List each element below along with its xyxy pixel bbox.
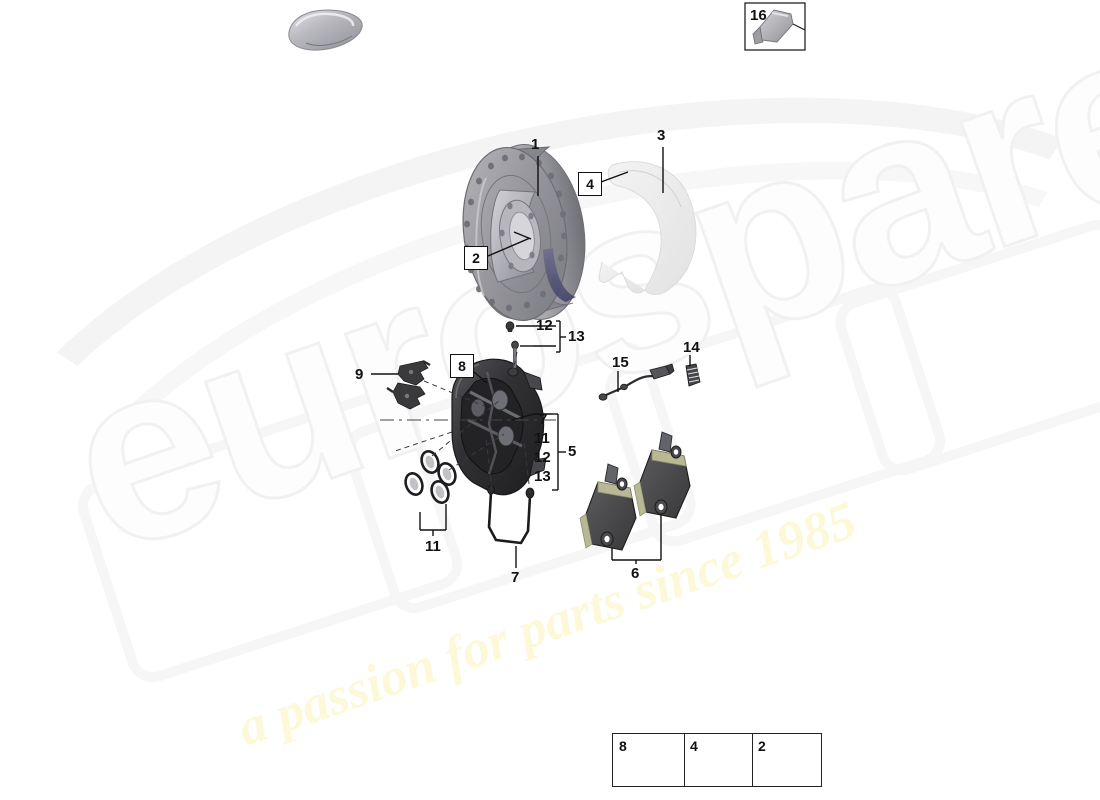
callout-6: 6 — [631, 565, 640, 582]
part-piston-seal-set — [404, 450, 457, 504]
callout-11: 11 — [425, 538, 441, 555]
part-bleeder-cap — [505, 321, 515, 332]
callout-12: 12 — [536, 317, 553, 334]
callout-3: 3 — [657, 127, 666, 144]
callout-15: 15 — [612, 354, 629, 371]
part-brake-disc — [462, 144, 586, 322]
part-shim-plate — [288, 9, 363, 51]
part-lubricant-tube — [744, 2, 806, 51]
legend-label-2: 2 — [758, 738, 766, 754]
part-brake-line — [487, 485, 535, 545]
callout-16: 16 — [750, 7, 767, 24]
part-bleeder-screw — [511, 340, 519, 369]
callout-14: 14 — [683, 339, 700, 356]
legend-label-8: 8 — [619, 738, 627, 754]
legend-label-4: 4 — [690, 738, 698, 754]
callout-8-boxed: 8 — [450, 354, 474, 378]
part-wire-retaining-clip — [685, 363, 701, 387]
part-brake-pad-front — [579, 463, 637, 551]
legend-box-4 — [684, 733, 754, 787]
group-item-7: 7 — [539, 411, 548, 428]
group-item-13: 13 — [534, 468, 551, 485]
callout-2-boxed: 2 — [464, 246, 488, 270]
assembly-axis-lines — [380, 351, 560, 494]
part-pad-retaining-spring — [386, 359, 431, 410]
part-pad-wear-sensor — [598, 363, 675, 401]
part-dust-shield — [598, 161, 697, 295]
group-item-11: 11 — [534, 430, 550, 447]
legend-box-8 — [612, 733, 686, 787]
callout-9: 9 — [355, 366, 364, 383]
part-brake-pad-rear — [633, 431, 691, 519]
callout-4-boxed: 4 — [578, 172, 602, 196]
callout-13: 13 — [568, 328, 585, 345]
callout-1: 1 — [531, 136, 540, 153]
legend-box-2 — [752, 733, 822, 787]
callout-5: 5 — [568, 443, 577, 460]
callout-7: 7 — [511, 569, 520, 586]
part-caliper-housing — [451, 358, 547, 496]
group-item-12: 12 — [534, 449, 551, 466]
leader-lines — [371, 147, 691, 568]
